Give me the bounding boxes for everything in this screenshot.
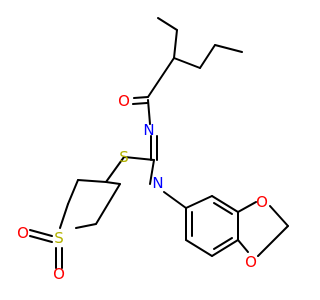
atom-labels: O N S N S O O O O (17, 92, 268, 283)
bond (29, 229, 53, 237)
atom-label: N (152, 174, 163, 192)
bond (105, 181, 121, 185)
bond (213, 237, 233, 250)
atom-sulfone-sulfur: S (54, 229, 64, 247)
bond (75, 223, 97, 229)
bond (214, 44, 243, 53)
bond (237, 201, 257, 213)
bond (133, 96, 149, 99)
bond (257, 225, 289, 257)
bond (147, 99, 151, 125)
atom-sulfone-oxygen-1: O (17, 224, 29, 242)
bond (123, 156, 155, 161)
bond (185, 239, 213, 257)
bond (29, 235, 53, 243)
bond (77, 179, 107, 183)
bond (147, 57, 175, 98)
atom-dioxole-oxygen-1: O (256, 193, 268, 211)
bond (157, 17, 178, 31)
atom-label: O (53, 265, 65, 283)
atom-ring-nitrogen: N (152, 174, 163, 192)
atom-thiazoline-sulfur: S (119, 148, 129, 166)
atom-sulfone-oxygen-2: O (53, 265, 65, 283)
bond (213, 202, 233, 215)
atom-label: O (118, 92, 130, 110)
bond-lines (29, 17, 289, 269)
atom-label: N (143, 121, 154, 139)
bond (105, 156, 125, 183)
atom-label: O (245, 253, 257, 271)
bond (211, 239, 239, 257)
bond (95, 183, 121, 225)
bond (237, 239, 249, 253)
bond (149, 159, 155, 185)
atom-label: S (54, 229, 64, 247)
atom-imine-nitrogen: N (143, 121, 154, 139)
atom-dioxole-oxygen-2: O (245, 253, 257, 271)
bond (163, 191, 187, 209)
bond (173, 29, 178, 59)
bond (211, 195, 239, 213)
atom-carbonyl-oxygen: O (118, 92, 130, 110)
bond (132, 102, 148, 105)
bond (199, 44, 216, 69)
bond (269, 205, 289, 227)
atom-label: O (17, 224, 29, 242)
chemical-structure-diagram: O N S N S O O O O (17, 17, 289, 283)
atom-label: O (256, 193, 268, 211)
bond (67, 179, 79, 205)
atom-label: S (119, 148, 129, 166)
bond (59, 203, 69, 229)
bond (185, 195, 213, 209)
bond (173, 57, 201, 69)
